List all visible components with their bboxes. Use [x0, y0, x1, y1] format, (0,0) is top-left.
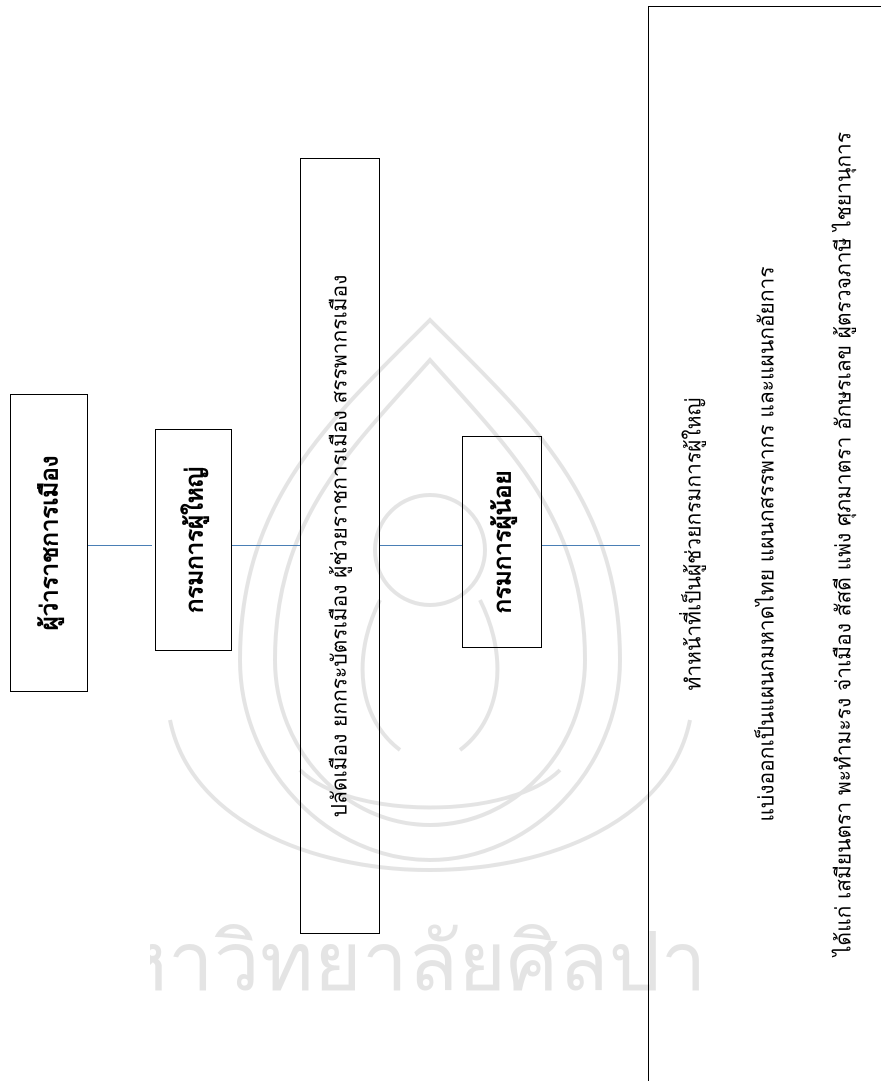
senior-officials-desc: ปลัดเมือง ยกกระบัตรเมือง ผู้ช่วยราชการเม…: [327, 274, 352, 818]
connector-desc-junior: [380, 545, 462, 546]
junior-desc-line-1: ทำหน้าที่เป็นผู้ช่วยกรมการผู้ใหญ่: [681, 397, 706, 691]
senior-officials-label: กรมการผู้ใหญ่: [179, 466, 208, 614]
governor-box: ผู้ว่าราชการเมือง: [10, 394, 88, 692]
junior-desc-box: ทำหน้าที่เป็นผู้ช่วยกรมการผู้ใหญ่ แบ่งออ…: [648, 6, 881, 1081]
connector-junior-desc: [542, 545, 640, 546]
junior-officials-label: กรมการผู้น้อย: [487, 470, 517, 614]
junior-desc-line-2: แบ่งออกเป็นแผนกมหาดไทย แผนกสรรพากร และแผ…: [754, 266, 779, 822]
university-seal-watermark: มหาวิทยาลัยศิลปากร: [150, 317, 710, 1010]
junior-officials-box: กรมการผู้น้อย: [462, 436, 542, 648]
connector-governor-senior: [88, 545, 152, 546]
watermark-text: มหาวิทยาลัยศิลปากร: [150, 915, 710, 1010]
senior-officials-box: กรมการผู้ใหญ่: [155, 429, 232, 651]
governor-label: ผู้ว่าราชการเมือง: [34, 455, 64, 631]
connector-senior-desc: [232, 545, 300, 546]
senior-officials-desc-box: ปลัดเมือง ยกกระบัตรเมือง ผู้ช่วยราชการเม…: [300, 158, 380, 934]
junior-desc-line-3: ได้แก่ เสมียนตรา พะทำมะรง จ่าเมือง สัสดี…: [831, 131, 856, 957]
